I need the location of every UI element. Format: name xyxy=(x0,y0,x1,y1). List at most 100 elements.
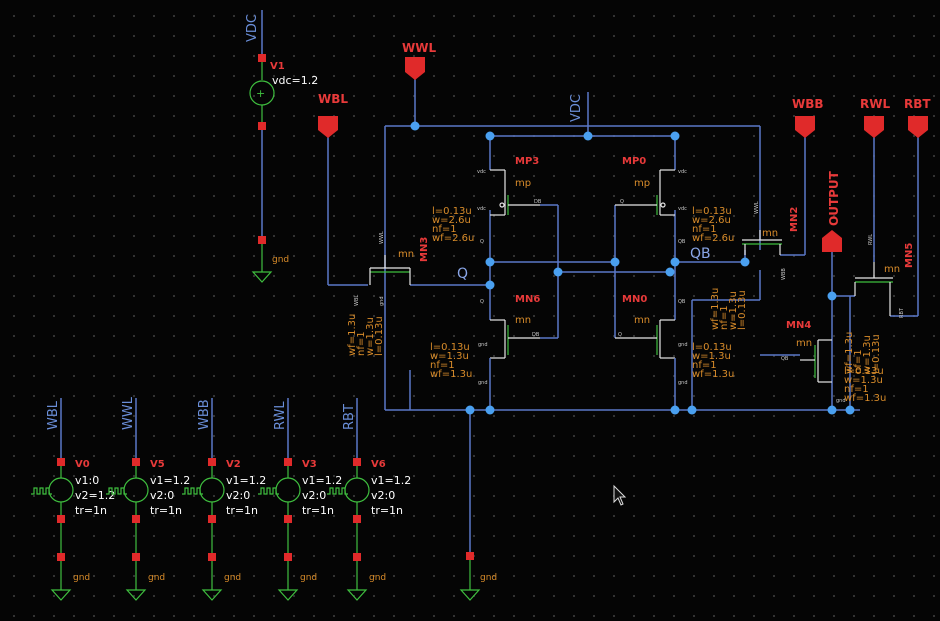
svg-text:wf=1.3u: wf=1.3u xyxy=(710,288,721,330)
svg-text:l=0.13u: l=0.13u xyxy=(692,206,732,217)
svg-text:gnd: gnd xyxy=(678,380,688,386)
source-tr: tr=1n xyxy=(371,504,403,517)
transistor-mn2[interactable]: mn MN2 WWL WBB xyxy=(742,201,800,280)
svg-text:w=2.6u: w=2.6u xyxy=(692,215,731,226)
pin-rbt-label: RBT xyxy=(904,97,931,111)
mn0-model: mn xyxy=(634,315,650,326)
source-v2: v2:0 xyxy=(302,489,326,502)
svg-text:l=0.13u: l=0.13u xyxy=(430,342,470,353)
svg-text:QB: QB xyxy=(678,239,686,245)
mp0-params: l=0.13u w=2.6u nf=1 wf=2.6u xyxy=(692,206,734,244)
svg-text:nf=1: nf=1 xyxy=(356,331,367,356)
svg-text:nf=1: nf=1 xyxy=(692,360,717,371)
mn3-name: MN3 xyxy=(419,237,430,262)
svg-text:gnd: gnd xyxy=(379,296,385,306)
svg-text:WBL: WBL xyxy=(354,295,360,306)
source-tr: tr=1n xyxy=(75,504,107,517)
pin-wbb[interactable]: WBB xyxy=(792,97,824,138)
source-v1: v1=1.2 xyxy=(371,474,411,487)
svg-text:WBB: WBB xyxy=(781,268,787,280)
pin-wwl[interactable]: WWL xyxy=(402,41,436,80)
source-v2: v2:0 xyxy=(226,489,250,502)
source-net-label: WWL xyxy=(121,396,136,430)
source-net-label: WBL xyxy=(46,400,61,430)
wires xyxy=(327,78,919,552)
svg-text:+: + xyxy=(256,87,265,100)
svg-text:wf=1.3u: wf=1.3u xyxy=(347,314,358,356)
svg-text:l=0.13u: l=0.13u xyxy=(432,206,472,217)
transistor-mn5[interactable]: mn MN5 RWL RBT xyxy=(854,234,915,318)
source-name: V5 xyxy=(150,459,165,470)
mn0-params: l=0.13u w=1.3u nf=1 wf=1.3u xyxy=(692,342,734,380)
svg-text:l=0.13u: l=0.13u xyxy=(844,366,884,377)
svg-text:wf=2.6u: wf=2.6u xyxy=(432,233,474,244)
svg-text:w=1.3u: w=1.3u xyxy=(862,335,873,374)
svg-text:gnd: gnd xyxy=(678,342,688,348)
svg-text:gnd: gnd xyxy=(480,573,497,583)
mn6-params: l=0.13u w=1.3u nf=1 wf=1.3u xyxy=(430,342,472,380)
svg-text:wf=1.3u: wf=1.3u xyxy=(692,369,734,380)
pin-wbl-label: WBL xyxy=(318,92,348,106)
pin-rwl[interactable]: RWL xyxy=(860,97,890,138)
pin-rwl-label: RWL xyxy=(860,97,890,111)
mp0-name: MP0 xyxy=(622,156,646,167)
svg-text:nf=1: nf=1 xyxy=(844,384,869,395)
svg-text:WWL: WWL xyxy=(379,231,385,244)
pin-rbt[interactable]: RBT xyxy=(904,97,931,138)
svg-text:l=0.13u: l=0.13u xyxy=(692,342,732,353)
svg-text:nf=1: nf=1 xyxy=(853,349,864,374)
net-qb-label: QB xyxy=(690,246,711,262)
v1-supply[interactable]: VDC + V1 vdc=1.2 gnd xyxy=(245,10,318,283)
svg-text:wf=2.6u: wf=2.6u xyxy=(692,233,734,244)
mp0-model: mp xyxy=(634,178,650,189)
svg-text:w=1.3u: w=1.3u xyxy=(844,375,883,386)
svg-text:l=0.13u: l=0.13u xyxy=(871,334,882,374)
mp3-params: l=0.13u w=2.6u nf=1 wf=2.6u xyxy=(432,206,474,244)
svg-text:QB: QB xyxy=(678,299,686,305)
svg-text:vdc: vdc xyxy=(678,206,687,212)
source-v1: v1=1.2 xyxy=(302,474,342,487)
source-gnd: gnd xyxy=(73,573,90,583)
source-net-label: WBB xyxy=(197,399,212,430)
pin-wbl[interactable]: WBL xyxy=(318,92,348,138)
mn6-name: MN6 xyxy=(515,294,540,305)
svg-text:nf=1: nf=1 xyxy=(692,224,717,235)
svg-text:nf=1: nf=1 xyxy=(432,224,457,235)
mp3-model: mp xyxy=(515,178,531,189)
mn0-name: MN0 xyxy=(622,294,647,305)
v1-name: V1 xyxy=(270,61,285,72)
svg-text:w=1.3u: w=1.3u xyxy=(365,317,376,356)
mn5-params: wf=1.3u nf=1 w=1.3u l=0.13u xyxy=(844,332,882,374)
mn4-params: l=0.13u w=1.3u nf=1 wf=1.3u xyxy=(844,366,886,404)
source-v2: v2:0 xyxy=(150,489,174,502)
pin-output[interactable]: OUTPUT xyxy=(822,170,842,252)
net-q-label: Q xyxy=(457,266,468,282)
transistor-mn3[interactable]: mn MN3 WWL WBL gnd xyxy=(354,231,430,306)
svg-text:wf=1.3u: wf=1.3u xyxy=(844,393,886,404)
mn5-name: MN5 xyxy=(904,243,915,268)
source-gnd: gnd xyxy=(148,573,165,583)
mn4-name: MN4 xyxy=(786,320,811,331)
svg-text:DB: DB xyxy=(534,199,542,205)
source-gnd: gnd xyxy=(369,573,386,583)
mn3-model: mn xyxy=(398,249,414,260)
source-name: V6 xyxy=(371,459,386,470)
svg-text:w=1.3u: w=1.3u xyxy=(692,351,731,362)
svg-text:nf=1: nf=1 xyxy=(430,360,455,371)
svg-text:wf=1.3u: wf=1.3u xyxy=(844,332,855,374)
svg-text:w=1.3u: w=1.3u xyxy=(430,351,469,362)
svg-text:w=2.6u: w=2.6u xyxy=(432,215,471,226)
source-tr: tr=1n xyxy=(226,504,258,517)
svg-text:w=1.3u: w=1.3u xyxy=(728,291,739,330)
